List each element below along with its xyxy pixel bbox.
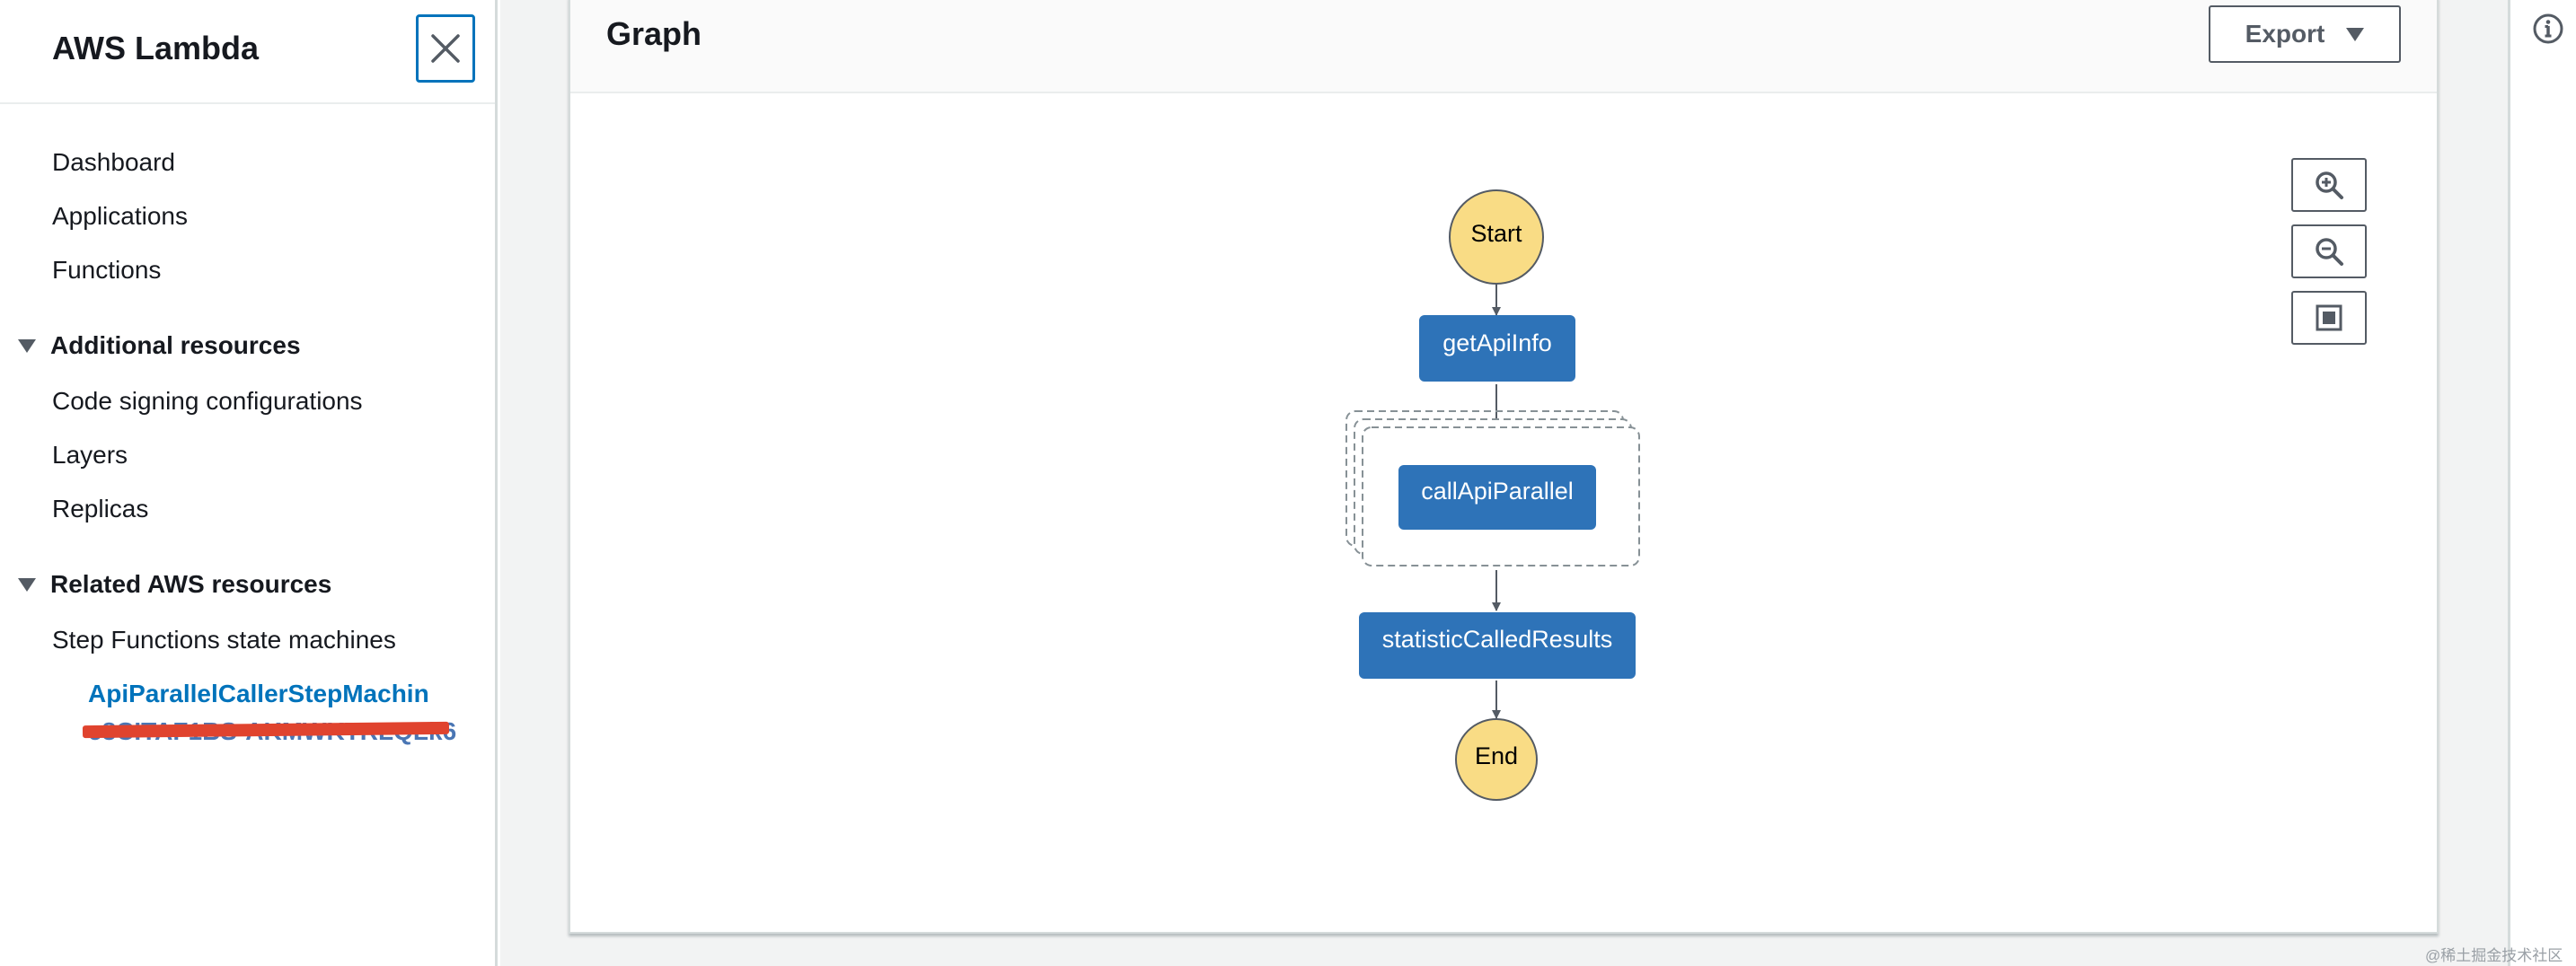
- export-button-label: Export: [2245, 20, 2325, 48]
- nav-replicas[interactable]: Replicas: [52, 495, 149, 523]
- start-node-label: Start: [1470, 220, 1522, 247]
- end-node-label: End: [1475, 742, 1518, 769]
- getapiinfo-node[interactable]: getApiInfo: [1419, 315, 1575, 382]
- zoom-in-icon: [2316, 171, 2343, 199]
- section-related-aws-resources[interactable]: Related AWS resources: [18, 569, 331, 600]
- close-navigation-button[interactable]: [416, 14, 475, 83]
- caret-down-icon: [18, 338, 36, 353]
- statisticcalledresults-node[interactable]: statisticCalledResults: [1359, 612, 1636, 679]
- callapiparallel-node-label: callApiParallel: [1421, 478, 1574, 505]
- graph-title: Graph: [606, 15, 702, 52]
- zoom-out-icon: [2316, 238, 2343, 266]
- section-related-aws-resources-label: Related AWS resources: [50, 570, 332, 598]
- callapiparallel-node[interactable]: callApiParallel: [1398, 465, 1596, 530]
- section-additional-resources[interactable]: Additional resources: [18, 330, 301, 361]
- nav-dashboard[interactable]: Dashboard: [52, 148, 175, 176]
- fit-to-screen-button[interactable]: [2291, 291, 2367, 345]
- nav-step-functions-state-machines[interactable]: Step Functions state machines: [52, 626, 396, 654]
- nav-functions[interactable]: Functions: [52, 256, 162, 284]
- graph-panel-header: Graph Export: [570, 0, 2437, 93]
- close-icon: [431, 34, 460, 63]
- getapiinfo-node-label: getApiInfo: [1442, 329, 1552, 356]
- start-node[interactable]: Start: [1449, 189, 1544, 285]
- state-machine-link[interactable]: ApiParallelCallerStepMachin: [88, 680, 429, 707]
- nav-applications[interactable]: Applications: [52, 202, 188, 230]
- fit-to-screen-icon: [2316, 304, 2342, 331]
- service-title[interactable]: AWS Lambda: [52, 30, 260, 66]
- side-navigation: AWS Lambda Dashboard Applications Functi…: [0, 0, 498, 966]
- export-button[interactable]: Export: [2209, 5, 2401, 63]
- sidebar-header: AWS Lambda: [0, 0, 495, 104]
- section-additional-resources-label: Additional resources: [50, 331, 301, 359]
- zoom-in-button[interactable]: [2291, 158, 2367, 212]
- nav-layers[interactable]: Layers: [52, 441, 128, 469]
- statisticcalledresults-node-label: statisticCalledResults: [1382, 626, 1613, 653]
- end-node[interactable]: End: [1455, 718, 1538, 801]
- zoom-out-button[interactable]: [2291, 224, 2367, 278]
- info-icon[interactable]: [2532, 13, 2564, 45]
- state-machine-graph: Start getApiInfo callApiParallel statist…: [1345, 189, 1640, 801]
- main-content: Graph Export: [500, 0, 2508, 966]
- help-panel-rail: [2508, 0, 2576, 966]
- caret-down-icon: [2346, 27, 2365, 41]
- caret-down-icon: [18, 577, 36, 592]
- graph-panel: Graph Export: [569, 0, 2439, 934]
- watermark: @稀土掘金技术社区: [2425, 947, 2563, 964]
- nav-code-signing-configurations[interactable]: Code signing configurations: [52, 387, 363, 415]
